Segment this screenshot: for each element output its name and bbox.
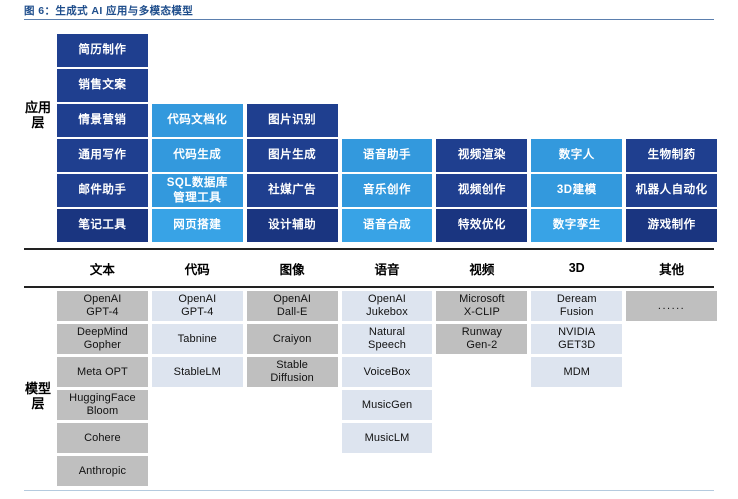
app-cell[interactable]: 社媒广告 — [246, 174, 338, 207]
model-cell[interactable]: Microsoft X-CLIP — [436, 291, 528, 321]
model-cell[interactable]: VoiceBox — [341, 357, 433, 387]
app-cell[interactable]: 视频渲染 — [436, 139, 528, 172]
app-cell[interactable]: 游戏制作 — [626, 209, 718, 242]
category-label-视频: 视频 — [469, 262, 495, 277]
app-cell[interactable]: 邮件助手 — [57, 174, 148, 207]
app-cell[interactable]: 特效优化 — [436, 209, 528, 242]
model-cell[interactable]: Meta OPT — [57, 357, 148, 387]
app-cell[interactable]: 语音合成 — [341, 209, 433, 242]
app-column-视频: 视频渲染视频创作特效优化 — [436, 139, 528, 242]
model-cell[interactable]: OpenAI Dall-E — [246, 291, 338, 321]
application-layer-label: 应用层 — [25, 100, 52, 130]
app-column-其他: 生物制药机器人自动化游戏制作 — [626, 139, 718, 242]
app-cell[interactable]: 图片识别 — [246, 104, 338, 137]
model-cell[interactable]: Cohere — [57, 423, 148, 453]
model-cell[interactable]: OpenAI GPT-4 — [57, 291, 148, 321]
model-cell[interactable]: NVIDIA GET3D — [531, 324, 623, 354]
app-cell[interactable]: 生物制药 — [626, 139, 718, 172]
app-cell[interactable]: 代码文档化 — [151, 104, 243, 137]
app-column-文本: 简历制作销售文案情景营销通用写作邮件助手笔记工具 — [57, 34, 148, 242]
model-column-其他: ...... — [626, 291, 718, 321]
category-label-文本: 文本 — [89, 262, 115, 277]
model-cell[interactable]: OpenAI GPT-4 — [151, 291, 243, 321]
category-header-row: 文本 代码 图像 语音 视频 3D 其他 — [57, 251, 717, 285]
app-cell[interactable]: 机器人自动化 — [626, 174, 718, 207]
app-cell[interactable]: 视频创作 — [436, 174, 528, 207]
app-cell[interactable]: 数字孪生 — [531, 209, 623, 242]
caption-divider-rule — [24, 19, 714, 20]
app-cell[interactable]: 销售文案 — [57, 69, 148, 102]
model-cell[interactable]: OpenAI Jukebox — [341, 291, 433, 321]
app-cell[interactable]: 简历制作 — [57, 34, 148, 67]
app-cell[interactable]: 设计辅助 — [246, 209, 338, 242]
category-label-语音: 语音 — [374, 262, 400, 277]
category-label-其他: 其他 — [659, 262, 685, 277]
model-cell[interactable]: Deream Fusion — [531, 291, 623, 321]
category-label-3D: 3D — [568, 261, 585, 275]
app-column-语音: 语音助手音乐创作语音合成 — [341, 139, 433, 242]
app-cell[interactable]: SQL数据库管理工具 — [151, 174, 243, 207]
app-cell[interactable]: 图片生成 — [246, 139, 338, 172]
app-cell[interactable]: 网页搭建 — [151, 209, 243, 242]
model-cell[interactable]: Natural Speech — [341, 324, 433, 354]
model-cell[interactable]: MDM — [531, 357, 623, 387]
model-cell[interactable]: MusicGen — [341, 390, 433, 420]
model-cell[interactable]: HuggingFace Bloom — [57, 390, 148, 420]
model-cell[interactable]: StableLM — [151, 357, 243, 387]
model-cell[interactable]: Anthropic — [57, 456, 148, 486]
app-cell[interactable]: 音乐创作 — [341, 174, 433, 207]
category-header-band — [24, 248, 714, 288]
model-cell[interactable]: ...... — [626, 291, 718, 321]
model-cell[interactable]: Craiyon — [246, 324, 338, 354]
app-cell[interactable]: 情景营销 — [57, 104, 148, 137]
figure-caption: 图 6：生成式 AI 应用与多模态模型 — [24, 5, 194, 17]
app-cell[interactable]: 数字人 — [531, 139, 623, 172]
figure-bottom-rule — [24, 490, 714, 491]
model-cell[interactable]: Runway Gen-2 — [436, 324, 528, 354]
model-cell[interactable]: DeepMind Gopher — [57, 324, 148, 354]
model-cell[interactable]: MusicLM — [341, 423, 433, 453]
model-layer-label: 模型层 — [25, 381, 52, 411]
app-cell[interactable]: 通用写作 — [57, 139, 148, 172]
app-column-图像: 图片识别图片生成社媒广告设计辅助 — [246, 104, 338, 242]
model-cell[interactable]: Stable Diffusion — [246, 357, 338, 387]
app-cell[interactable]: 语音助手 — [341, 139, 433, 172]
model-cell[interactable]: Tabnine — [151, 324, 243, 354]
app-cell[interactable]: 代码生成 — [151, 139, 243, 172]
category-label-图像: 图像 — [279, 262, 305, 277]
app-cell[interactable]: 3D建模 — [531, 174, 623, 207]
app-cell[interactable]: 笔记工具 — [57, 209, 148, 242]
category-label-代码: 代码 — [184, 262, 210, 277]
